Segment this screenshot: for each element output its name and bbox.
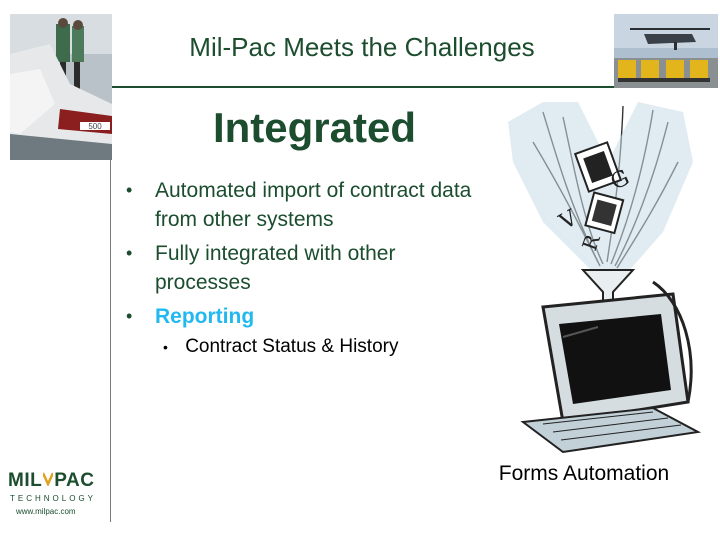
logo-name-right: PAC: [54, 470, 95, 491]
sub-bullet: • Contract Status & History: [163, 336, 398, 358]
side-rule: [110, 160, 111, 522]
bullet-text: Automated import of contract data from o…: [155, 179, 472, 231]
computer-forms-clipart: G V R: [508, 102, 702, 454]
helicopter-forklift-photo: [614, 14, 718, 88]
bullet-item: • Automated import of contract data from…: [126, 176, 486, 234]
clipart-caption: Forms Automation: [498, 462, 670, 485]
bullet-list: • Automated import of contract data from…: [126, 176, 486, 336]
bullet-dot: •: [126, 243, 133, 263]
sub-bullet-dot: •: [163, 339, 168, 355]
logo-chevron-icon: [42, 470, 55, 492]
logo-url: www.milpac.com: [16, 507, 76, 516]
svg-text:500: 500: [88, 122, 102, 131]
title-rule: [112, 86, 614, 88]
sub-bullet-text: Contract Status & History: [185, 336, 399, 357]
slide-title: Mil-Pac Meets the Challenges: [189, 32, 535, 62]
logo-name: MIL PAC: [8, 470, 94, 492]
slide-heading: Integrated: [212, 104, 417, 151]
aircraft-carrier-photo: 500: [10, 14, 112, 160]
bullet-text: Reporting: [155, 305, 255, 328]
logo-name-left: MIL: [8, 470, 43, 491]
bullet-dot: •: [126, 306, 133, 326]
bullet-item: • Fully integrated with other processes: [126, 239, 486, 297]
logo-tagline: TECHNOLOGY: [10, 494, 97, 503]
bullet-dot: •: [126, 180, 133, 200]
bullet-item-highlight: • Reporting: [126, 302, 486, 331]
milpac-logo: MIL PAC TECHNOLOGY www.milpac.com: [8, 470, 108, 520]
bullet-text: Fully integrated with other processes: [155, 242, 396, 294]
